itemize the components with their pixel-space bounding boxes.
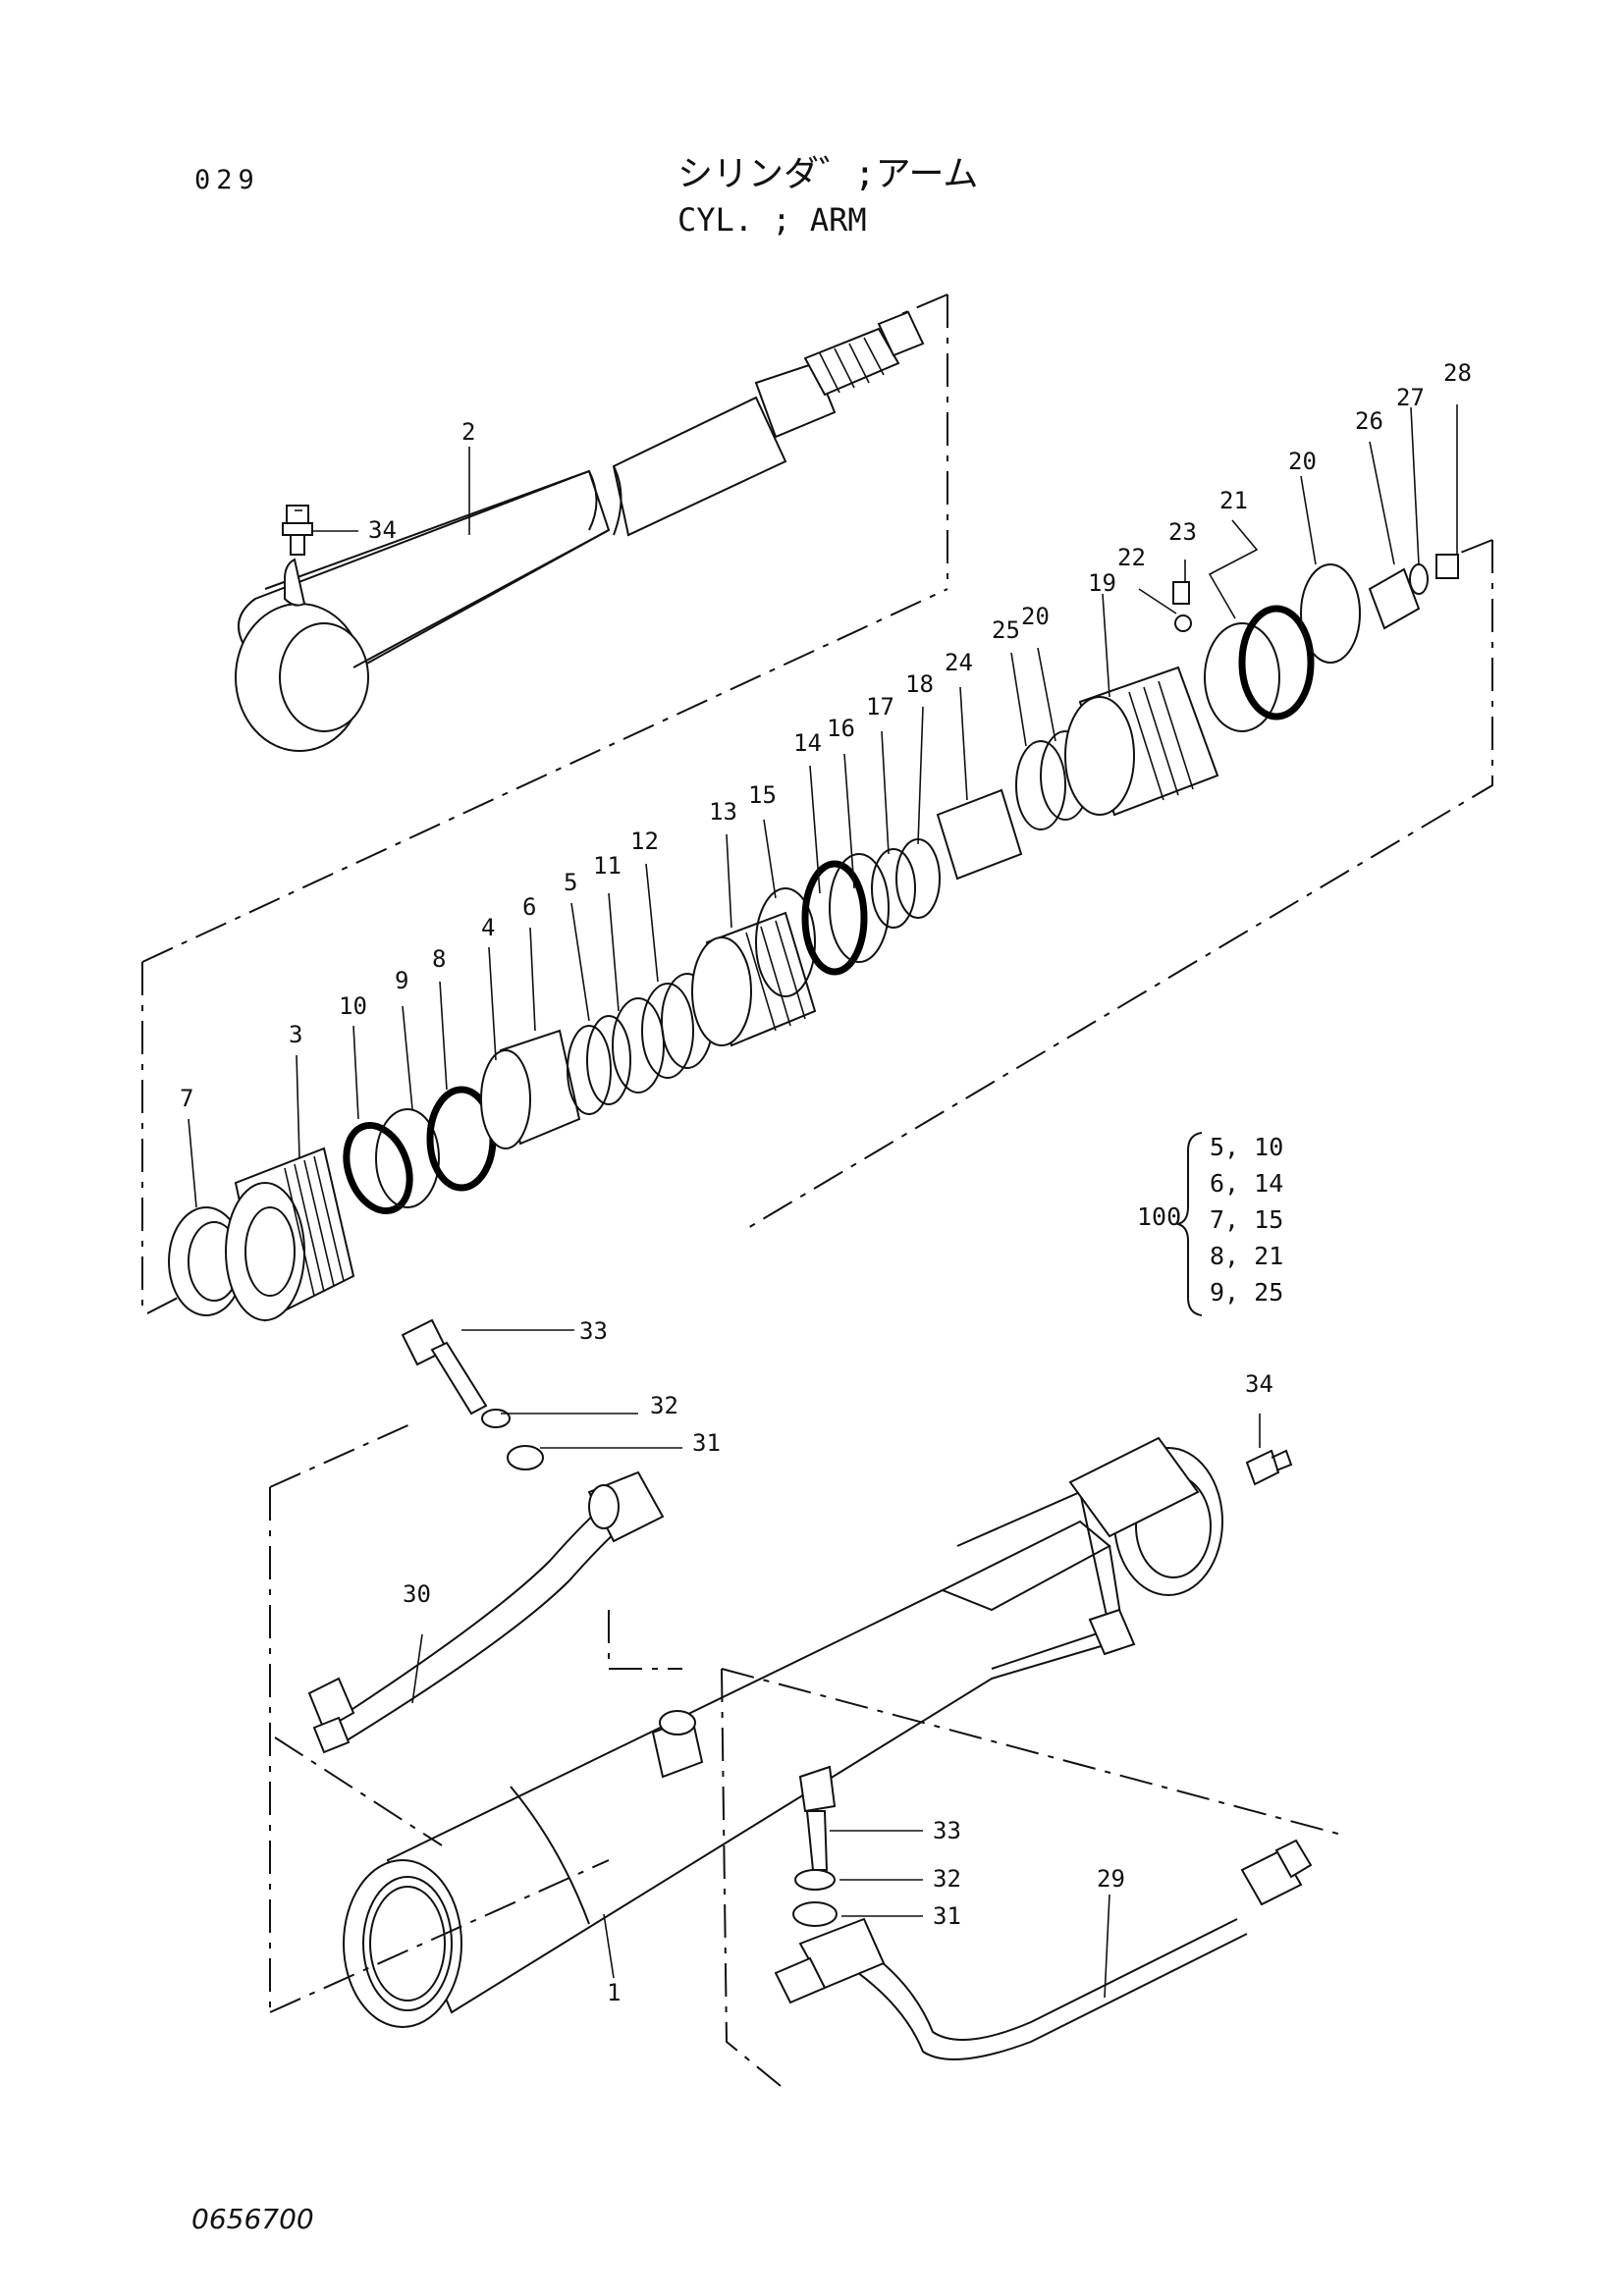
callout-17: 17 [866,693,894,721]
callout-9: 9 [395,967,408,994]
callout-8: 8 [432,945,446,973]
callout-28: 28 [1443,359,1472,387]
callout-1: 1 [607,1979,621,2006]
bolt-washer-set-upper [401,1318,544,1470]
kit-item: 8, 21 [1210,1242,1284,1270]
callout-32: 32 [933,1865,961,1893]
callout-15: 15 [748,781,777,809]
kit-item-list: 5, 10 6, 14 7, 15 8, 21 9, 25 [1210,1129,1283,1310]
callout-33: 33 [579,1317,608,1345]
callout-3: 3 [289,1021,302,1048]
callout-7: 7 [180,1085,193,1112]
callout-25: 25 [992,616,1020,644]
callout-21: 21 [1219,487,1248,514]
callout-2: 2 [461,418,475,446]
pipe-29-part [774,1839,1313,2060]
callout-4: 4 [481,914,495,941]
callout-14: 14 [793,729,822,757]
callout-18: 18 [905,670,934,698]
callout-24: 24 [945,649,973,676]
callout-19: 19 [1088,569,1116,597]
callout-11: 11 [593,852,622,880]
callout-23: 23 [1168,518,1197,546]
callout-31: 31 [933,1902,961,1930]
callout-12: 12 [630,828,659,855]
callout-labels: 2 34 28 27 26 20 21 23 22 19 25 20 24 18… [180,359,1472,2006]
callout-20: 20 [1021,603,1050,630]
callout-33: 33 [933,1817,961,1844]
callout-29: 29 [1097,1865,1125,1893]
kit-item: 6, 14 [1210,1169,1284,1198]
kit-item: 5, 10 [1210,1133,1284,1161]
cylinder-tube-part [343,1436,1223,2028]
page-number: 029 [194,165,260,195]
grease-nipple-part [282,505,313,556]
kit-item: 7, 15 [1210,1205,1284,1234]
callout-13: 13 [709,798,737,826]
callout-34: 34 [368,516,397,544]
callout-30: 30 [403,1580,431,1608]
callout-27: 27 [1396,384,1425,411]
title-japanese: シリンダ゛;アーム [677,154,979,194]
callout-32: 32 [650,1392,678,1419]
kit-brace-icon [1176,1132,1203,1316]
piston-rod-part [235,310,925,752]
bolt-washer-set-lower [792,1765,838,1927]
grease-nipple-part [1245,1449,1293,1486]
title-english: CYL. ; ARM [677,201,867,239]
leader-lines [188,404,1458,1999]
kit-label: 100 [1137,1202,1182,1231]
callout-31: 31 [692,1429,721,1457]
callout-26: 26 [1355,407,1383,435]
pipe-30-part [307,1470,665,1754]
callout-16: 16 [827,715,855,742]
callout-34: 34 [1245,1370,1273,1398]
callout-20: 20 [1288,448,1317,475]
kit-item: 9, 25 [1210,1278,1284,1307]
callout-6: 6 [522,893,536,921]
drawing-number: 0656700 [191,2203,314,2235]
gland-assembly [168,554,1459,1322]
callout-5: 5 [564,869,577,896]
callout-22: 22 [1117,544,1146,571]
callout-10: 10 [339,992,367,1020]
